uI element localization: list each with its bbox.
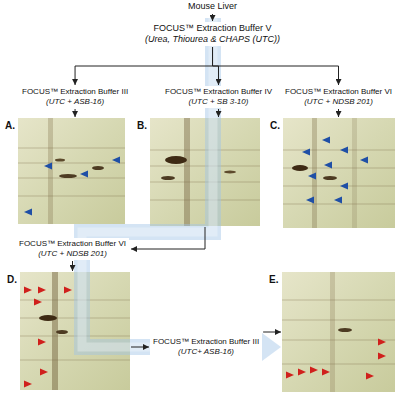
protein-spot: [92, 166, 104, 170]
flow-arrow: [263, 332, 281, 333]
protein-spot: [39, 315, 57, 321]
buffer-step: FOCUS™ Extraction Buffer VI(UTC + NDSB 2…: [16, 238, 129, 260]
step-detail: (UTC + SB 3-10): [165, 97, 272, 107]
flow-arrow: [213, 47, 339, 85]
gel-bands: [282, 300, 395, 364]
buffer-step: FOCUS™ Extraction Buffer VI(UTC + NDSB 2…: [282, 86, 395, 108]
red-arrowheads: [286, 339, 386, 380]
step-title: FOCUS™ Extraction Buffer VI: [285, 87, 392, 97]
protein-spot: [292, 165, 308, 171]
buffer-step: FOCUS™ Extraction Buffer III(UTC+ ASB-16…: [150, 336, 262, 358]
buffer-step: FOCUS™ Extraction Buffer IV(UTC + SB 3-1…: [162, 86, 275, 108]
arrowhead: [340, 183, 348, 190]
step-detail: (Urea, Thiourea & CHAPS (UTC)): [145, 34, 280, 45]
arrowhead: [378, 353, 386, 360]
gel-bands: [18, 148, 125, 196]
gel-panel: A.: [18, 118, 125, 224]
red-arrowheads: [24, 287, 72, 388]
step-detail: (UTC+ ASB-16): [153, 347, 259, 357]
protein-spot: [55, 159, 65, 162]
gel-bands: [283, 150, 395, 204]
workflow-band: [82, 18, 262, 347]
flow-arrow: [75, 47, 212, 85]
buffer-step: Mouse Liver: [185, 0, 240, 13]
flow-arrow: [218, 109, 219, 117]
arrowhead: [24, 287, 32, 294]
buffer-step: FOCUS™ Extraction Buffer III(UTC + ASB-1…: [19, 86, 131, 108]
arrowhead: [44, 163, 52, 170]
panel-letter: C.: [270, 120, 280, 131]
buffer-step: FOCUS™ Extraction Buffer V(Urea, Thioure…: [142, 22, 283, 46]
arrowhead: [334, 197, 342, 204]
gel-streak: [48, 118, 53, 224]
arrowhead: [24, 209, 32, 216]
step-title: Mouse Liver: [188, 1, 237, 12]
protein-spot: [59, 174, 77, 178]
step-title: FOCUS™ Extraction Buffer III: [22, 87, 128, 97]
arrowhead: [64, 287, 72, 294]
workflow-band-head: [262, 333, 281, 361]
gel-streak: [352, 118, 357, 228]
arrowhead: [310, 367, 318, 374]
arrowhead: [378, 339, 386, 346]
protein-spot: [56, 330, 68, 334]
gel-image: [283, 118, 395, 228]
gel-panel: C.: [283, 118, 395, 228]
workflow-band-inner: [82, 18, 262, 347]
panel-letter: B.: [137, 120, 147, 131]
arrowhead: [360, 157, 368, 164]
arrowhead: [306, 197, 314, 204]
step-detail: (UTC + NDSB 201): [285, 97, 392, 107]
arrowhead: [34, 299, 42, 306]
arrowhead: [80, 171, 88, 178]
arrowhead: [340, 147, 348, 154]
gel-streak: [330, 272, 335, 392]
blue-arrowheads: [24, 157, 120, 216]
protein-spot: [338, 328, 352, 332]
arrowhead: [24, 381, 32, 388]
arrowhead: [38, 287, 46, 294]
protein-spot: [161, 176, 175, 180]
step-title: FOCUS™ Extraction Buffer III: [153, 337, 259, 347]
gel-image: [18, 118, 125, 224]
flow-arrow: [72, 261, 73, 271]
step-title: FOCUS™ Extraction Buffer V: [145, 23, 280, 34]
arrowhead: [112, 157, 120, 164]
arrowhead: [38, 339, 46, 346]
arrowhead: [308, 173, 316, 180]
step-detail: (UTC + NDSB 201): [19, 249, 126, 259]
arrowhead: [322, 369, 330, 376]
arrowhead: [286, 372, 294, 379]
arrowhead: [302, 149, 310, 156]
flow-arrow: [131, 347, 149, 348]
arrowhead: [40, 369, 48, 376]
panel-letter: E.: [269, 274, 278, 285]
protein-spot: [323, 176, 337, 180]
gel-panel: E.: [282, 272, 395, 392]
protein-spot: [165, 156, 187, 164]
blue-arrowheads: [302, 137, 368, 204]
flow-arrow: [131, 227, 205, 249]
flow-arrow: [75, 109, 76, 117]
step-title: FOCUS™ Extraction Buffer VI: [19, 239, 126, 249]
gel-streak: [184, 118, 190, 226]
gel-panel: B.: [150, 118, 260, 226]
flow-arrow: [212, 14, 213, 21]
arrowhead: [322, 137, 330, 144]
step-title: FOCUS™ Extraction Buffer IV: [165, 87, 272, 97]
panel-letter: D.: [7, 274, 17, 285]
arrowhead: [298, 369, 306, 376]
gel-streak: [312, 118, 317, 228]
arrowhead: [366, 373, 374, 380]
gel-panel: D.: [20, 272, 130, 390]
panel-letter: A.: [5, 120, 15, 131]
protein-spot: [224, 171, 236, 174]
gel-image: [282, 272, 395, 392]
arrowhead: [324, 162, 332, 169]
step-detail: (UTC + ASB-16): [22, 97, 128, 107]
flow-arrow: [338, 109, 339, 117]
